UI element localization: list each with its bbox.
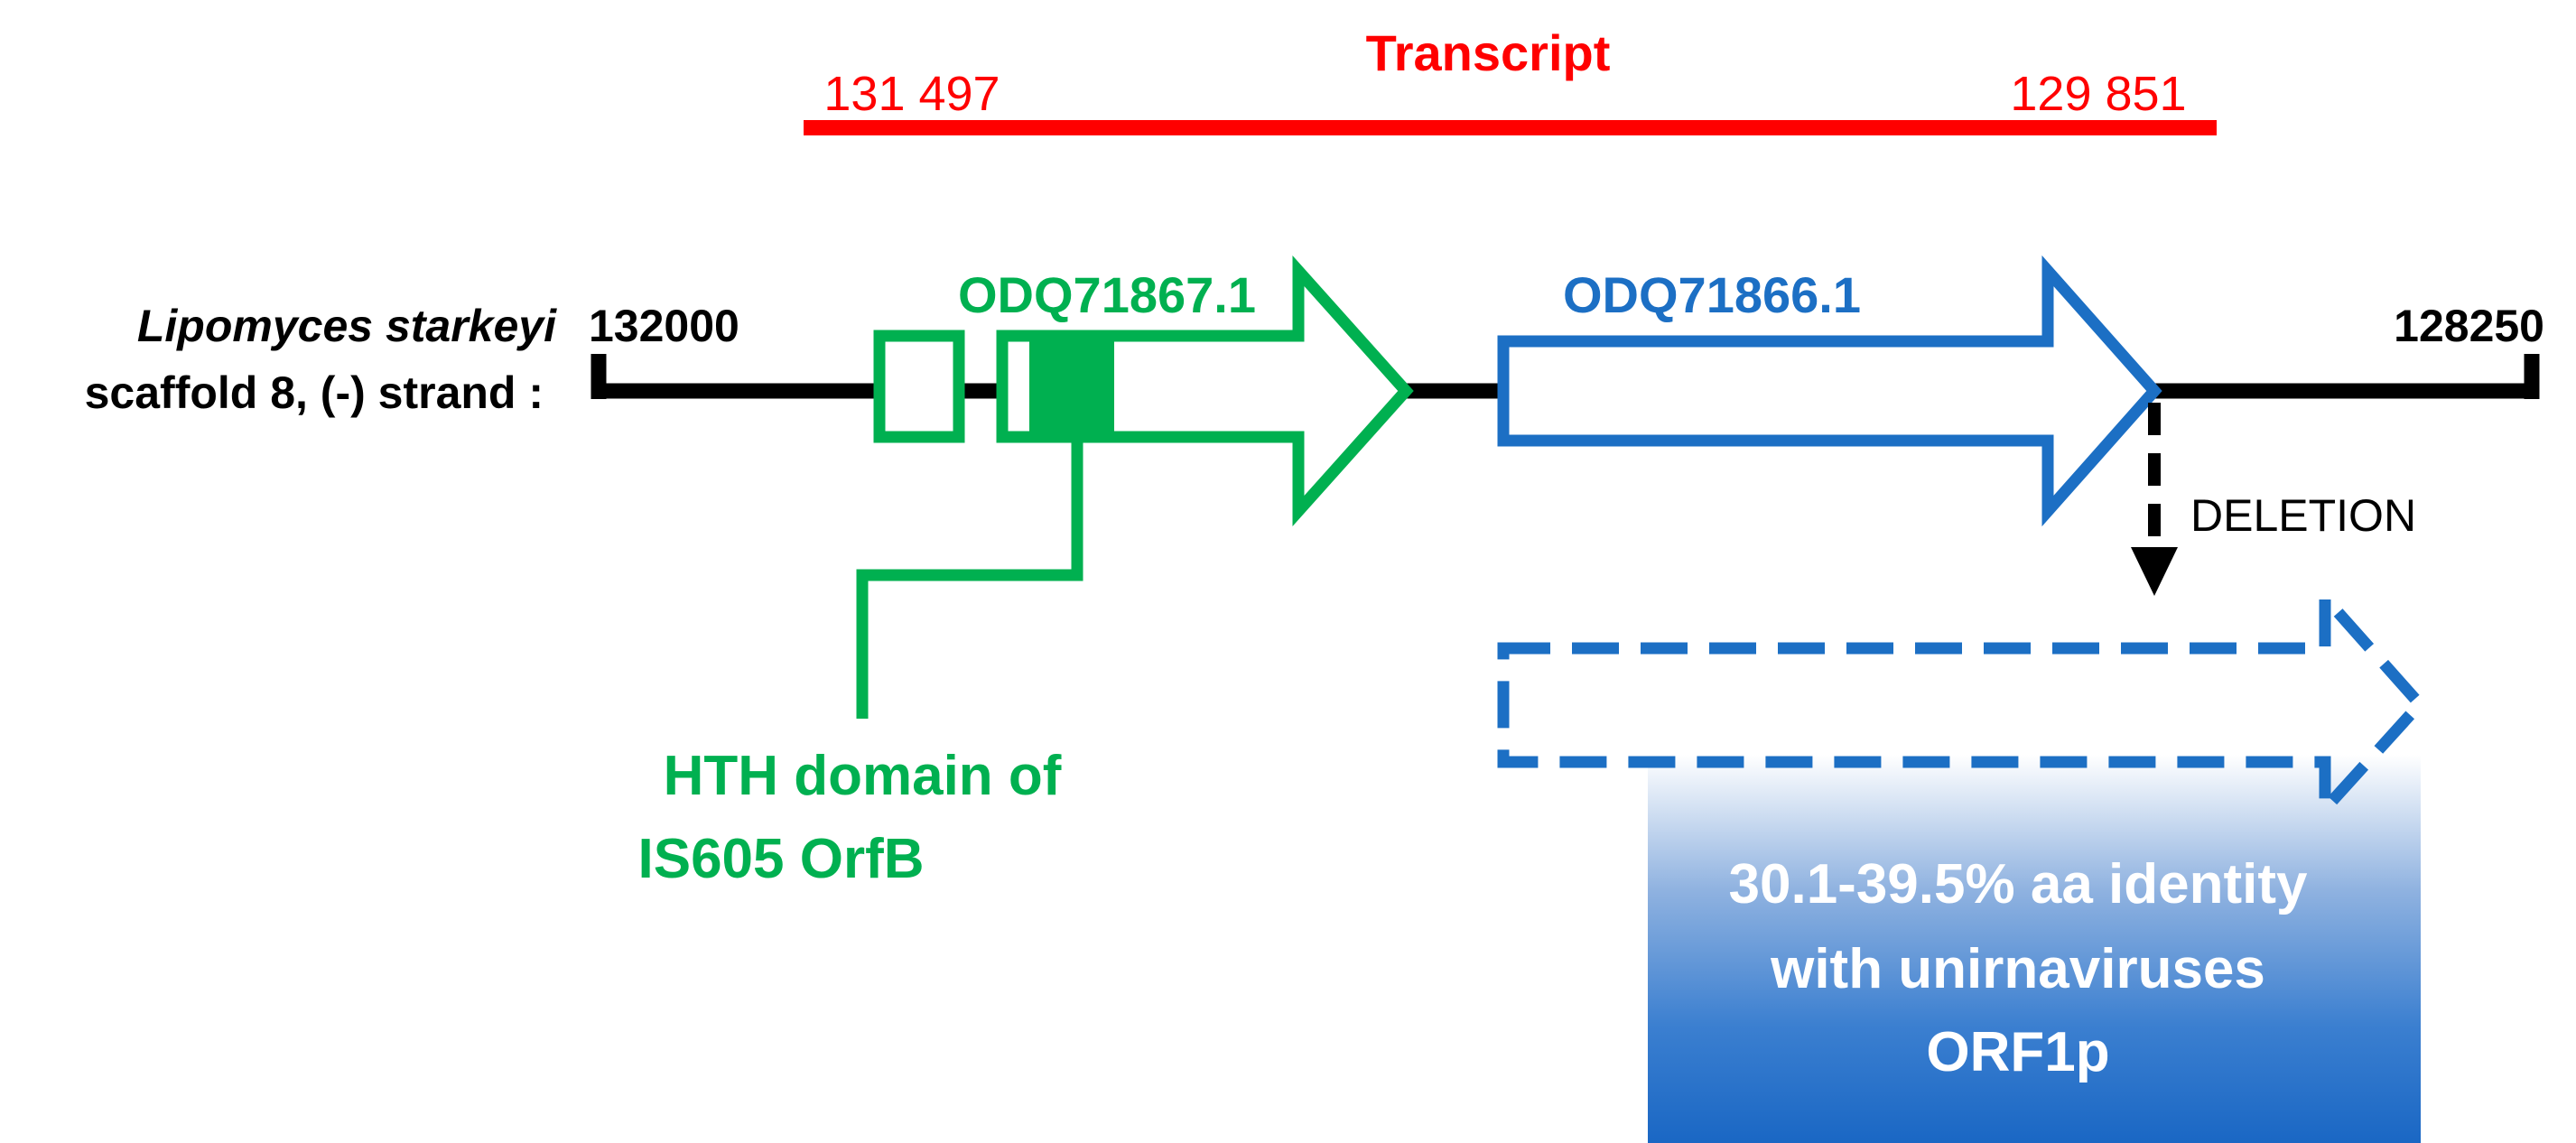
scaffold-detail: scaffold 8, (-) strand :: [85, 367, 544, 418]
scaffold-left-coord: 132000: [589, 301, 739, 351]
domain-callout-line: [856, 437, 1083, 719]
gene-odq71867-label: ODQ71867.1: [958, 266, 1256, 323]
scaffold-right-coord: 128250: [2394, 301, 2544, 351]
transcript-title: Transcript: [1366, 24, 1611, 81]
identity-text-line3: ORF1p: [1926, 1021, 2109, 1083]
deleted-region-dashed-arrow: [1497, 581, 2428, 824]
gene-odq71867-arrow: [873, 255, 1414, 527]
identity-text-line2: with unirnaviruses: [1770, 938, 2265, 1000]
transcript-bar: [804, 120, 2217, 135]
transcript-end-coord: 129 851: [2010, 67, 2186, 121]
gene-odq71866-label: ODQ71866.1: [1563, 266, 1861, 323]
identity-box: [1648, 755, 2421, 1143]
deletion-arrow: [2131, 403, 2178, 596]
gene-odq71866-arrow: [1497, 255, 2162, 527]
deletion-label: DELETION: [2190, 490, 2416, 541]
transcript-start-coord: 131 497: [823, 67, 1000, 121]
identity-text-line1: 30.1-39.5% aa identity: [1729, 853, 2308, 915]
domain-label-line2: IS605 OrfB: [637, 828, 924, 890]
organism-name: Lipomyces starkeyi: [137, 301, 557, 351]
domain-label-line1: HTH domain of: [664, 745, 1062, 807]
